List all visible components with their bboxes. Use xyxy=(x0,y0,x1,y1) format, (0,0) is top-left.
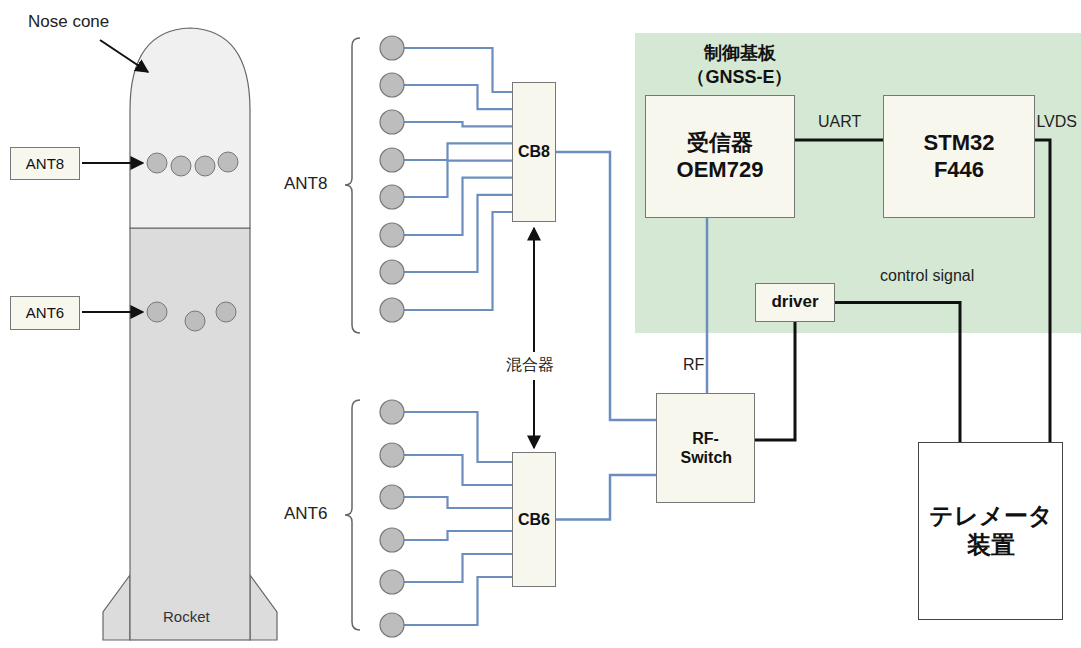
leader-arrow xyxy=(82,162,143,164)
node-text: driver xyxy=(771,292,818,312)
mcu-box: STM32 F446 xyxy=(883,95,1035,218)
node-text: 受信器 OEM729 xyxy=(670,130,770,183)
antenna xyxy=(380,185,404,209)
node-text: ANT6 xyxy=(26,304,64,322)
connector xyxy=(795,139,883,142)
bracket xyxy=(345,38,360,333)
rocket-fin xyxy=(103,575,130,640)
signal-label: control signal xyxy=(880,266,974,285)
receiver-box: 受信器 OEM729 xyxy=(645,95,795,218)
antenna-group-box: ANT6 xyxy=(10,296,80,330)
rf-switch-box: RF-Switch xyxy=(656,393,755,503)
signal-label: RF xyxy=(683,355,704,374)
antenna xyxy=(380,528,404,552)
rocket-body xyxy=(130,228,250,640)
board-region: 制御基板 （GNSS-E） 受信器 OEM729 STM32 F446 driver xyxy=(635,33,1081,333)
bracket xyxy=(345,400,360,630)
antenna xyxy=(380,148,404,172)
antenna-wire xyxy=(404,178,513,235)
group-label: ANT6 xyxy=(284,504,327,524)
antenna xyxy=(195,156,215,176)
antenna xyxy=(380,110,404,134)
antenna xyxy=(380,443,404,467)
connector xyxy=(556,475,656,520)
driver-box: driver xyxy=(755,283,835,322)
antenna xyxy=(171,156,191,176)
antenna-wire xyxy=(404,195,513,272)
combiner-box: CB6 xyxy=(512,452,556,587)
leader-arrow xyxy=(100,40,148,72)
antenna-wire xyxy=(404,212,513,310)
antenna-wire xyxy=(404,143,513,160)
antenna xyxy=(216,302,236,322)
combiner-box: CB8 xyxy=(512,82,556,222)
part-label: Rocket xyxy=(163,608,210,626)
node-text: ANT8 xyxy=(26,155,64,173)
antenna xyxy=(147,302,167,322)
antenna xyxy=(380,36,404,60)
leader-arrow xyxy=(82,311,143,313)
antenna-wire xyxy=(404,531,513,540)
antenna-wire xyxy=(404,577,513,625)
antenna xyxy=(147,153,167,173)
part-label: 混合器 xyxy=(506,355,554,374)
antenna-wire xyxy=(404,455,513,485)
antenna-wire xyxy=(404,497,513,508)
node-text: テレメータ 装置 xyxy=(928,502,1053,560)
node-text: STM32 F446 xyxy=(914,130,1004,183)
connector xyxy=(556,152,656,420)
antenna xyxy=(380,260,404,284)
node-text: CB6 xyxy=(518,510,550,529)
connector xyxy=(706,218,709,393)
antenna xyxy=(380,400,404,424)
antenna xyxy=(185,311,205,331)
group-label: ANT8 xyxy=(284,174,327,194)
connector xyxy=(835,303,960,443)
connector xyxy=(1035,140,1050,442)
leader-arrow xyxy=(533,380,535,448)
antenna-wire xyxy=(404,122,513,126)
antenna xyxy=(380,570,404,594)
connector xyxy=(755,322,795,440)
node-text: CB8 xyxy=(518,142,550,161)
antenna xyxy=(380,485,404,509)
node-text: RF-Switch xyxy=(681,429,731,467)
antenna xyxy=(218,152,238,172)
node-text: 制御基板 （GNSS-E） xyxy=(675,41,805,90)
signal-label: UART xyxy=(818,112,861,131)
antenna xyxy=(380,613,404,637)
antenna-group-box: ANT8 xyxy=(10,147,80,180)
antenna-wire xyxy=(404,85,513,109)
signal-label: LVDS xyxy=(1036,112,1077,131)
antenna xyxy=(380,298,404,322)
antenna xyxy=(380,223,404,247)
antenna xyxy=(380,73,404,97)
rocket-fin xyxy=(250,575,277,640)
leader-arrow xyxy=(533,228,535,352)
telemetry-box: テレメータ 装置 xyxy=(918,442,1063,620)
part-label: Nose cone xyxy=(28,12,109,32)
nose-cone xyxy=(130,28,250,228)
